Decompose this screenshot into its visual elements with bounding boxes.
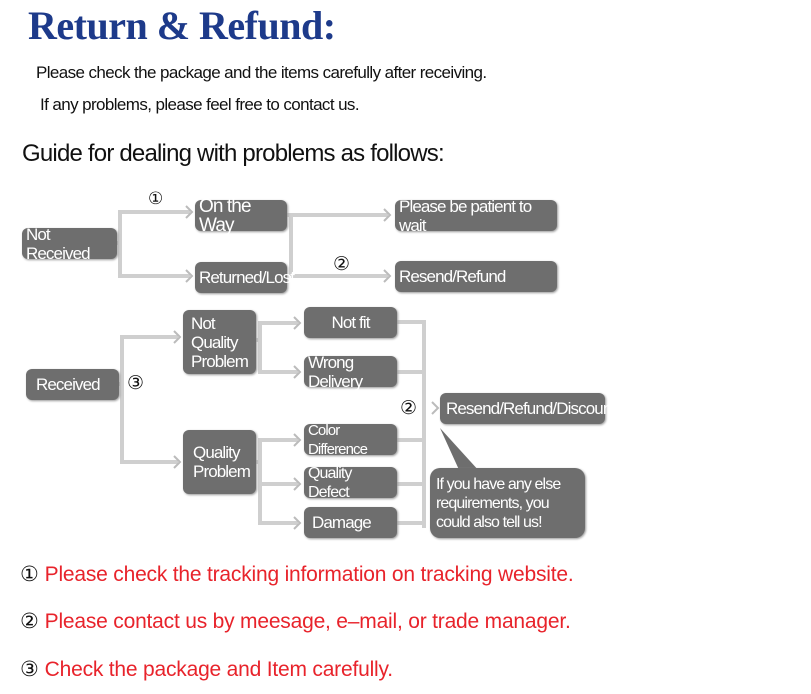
note-3-text: Check the package and Item carefully. bbox=[44, 658, 393, 681]
note-1-number: ① bbox=[20, 562, 39, 586]
node-quality-problem: Quality Problem bbox=[183, 430, 256, 494]
marker-2-bottom: ② bbox=[400, 397, 418, 419]
node-received: Received bbox=[26, 369, 119, 400]
note-2-number: ② bbox=[20, 609, 39, 633]
speech-bubble-note: If you have any else requirements, you c… bbox=[430, 468, 585, 538]
node-color-difference: Color Difference bbox=[304, 422, 397, 458]
node-damage: Damage bbox=[304, 507, 397, 538]
intro-line-2: If any problems, please feel free to con… bbox=[40, 95, 360, 114]
marker-2-top: ② bbox=[333, 253, 351, 275]
node-be-patient: Please be patient to wait bbox=[395, 197, 557, 235]
note-3-number: ③ bbox=[20, 657, 39, 681]
note-1-text: Please check the tracking information on… bbox=[44, 563, 574, 586]
node-not-fit: Not fit bbox=[304, 307, 397, 338]
node-not-quality-problem: Not Quality Problem bbox=[183, 310, 256, 374]
guide-heading: Guide for dealing with problems as follo… bbox=[22, 140, 445, 167]
node-resend-refund: Resend/Refund bbox=[395, 261, 557, 292]
page-title: Return & Refund: bbox=[28, 3, 336, 48]
intro-line-1: Please check the package and the items c… bbox=[36, 63, 487, 82]
node-wrong-delivery: Wrong Delivery bbox=[304, 353, 397, 391]
node-quality-defect: Quality Defect bbox=[304, 465, 397, 501]
marker-1: ① bbox=[148, 189, 164, 209]
node-not-received: Not Received bbox=[22, 225, 117, 263]
node-returned-lost: Returned/Lost bbox=[195, 262, 295, 293]
note-2-text: Please contact us by meesage, e–mail, or… bbox=[44, 610, 571, 633]
node-resend-refund-discount: Resend/Refund/Discount bbox=[440, 393, 616, 424]
node-on-the-way: On the Way bbox=[195, 197, 287, 235]
marker-3: ③ bbox=[127, 372, 145, 394]
bubble-tail bbox=[440, 428, 480, 472]
